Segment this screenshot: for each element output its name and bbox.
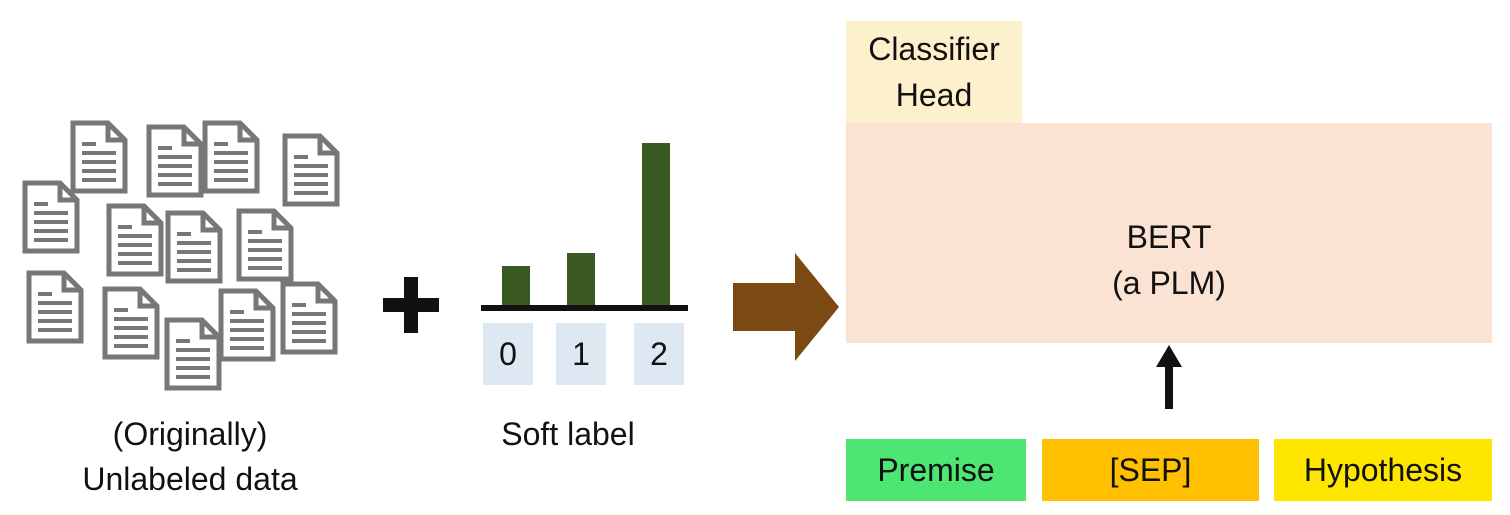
classifier-head-line2: Head [895,77,973,113]
arrow-up-icon [1156,345,1182,409]
soft-label-bar-1 [567,253,595,305]
bert-title: BERT [1126,219,1212,255]
premise-token: Premise [846,439,1026,501]
document-icon [165,210,223,284]
document-icon [146,124,204,198]
soft-label-tick-2: 2 [634,323,684,385]
soft-label-bar-0 [502,266,530,305]
sep-token: [SEP] [1042,439,1259,501]
soft-label-tick-1: 1 [556,323,606,385]
classifier-head-line1: Classifier [868,31,1000,67]
document-icon [106,203,164,277]
bert-block: BERT (a PLM) [846,123,1492,343]
document-icon [102,286,160,360]
soft-label-axis [481,305,688,311]
soft-label-bar-2 [642,143,670,305]
sep-label: [SEP] [1109,451,1192,488]
document-icon [202,120,260,194]
document-icon [22,180,80,254]
unlabeled-caption-line2: Unlabeled data [82,461,298,497]
document-icon [280,281,338,355]
document-icon [26,270,84,344]
hypothesis-label: Hypothesis [1303,451,1463,488]
soft-label-tick-0: 0 [483,323,533,385]
document-icon [236,208,294,282]
plus-icon [383,277,439,333]
unlabeled-caption: (Originally) Unlabeled data [20,412,360,502]
document-icon [164,317,222,391]
soft-label-caption: Soft label [501,416,635,452]
unlabeled-caption-line1: (Originally) [112,416,268,452]
arrow-right-icon [733,253,839,361]
premise-label: Premise [877,451,995,488]
document-icon [282,133,340,207]
bert-subtitle: (a PLM) [1112,265,1226,301]
classifier-head: Classifier Head [846,21,1022,123]
hypothesis-token: Hypothesis [1274,439,1492,501]
document-icon [70,120,128,194]
document-icon [218,288,276,362]
